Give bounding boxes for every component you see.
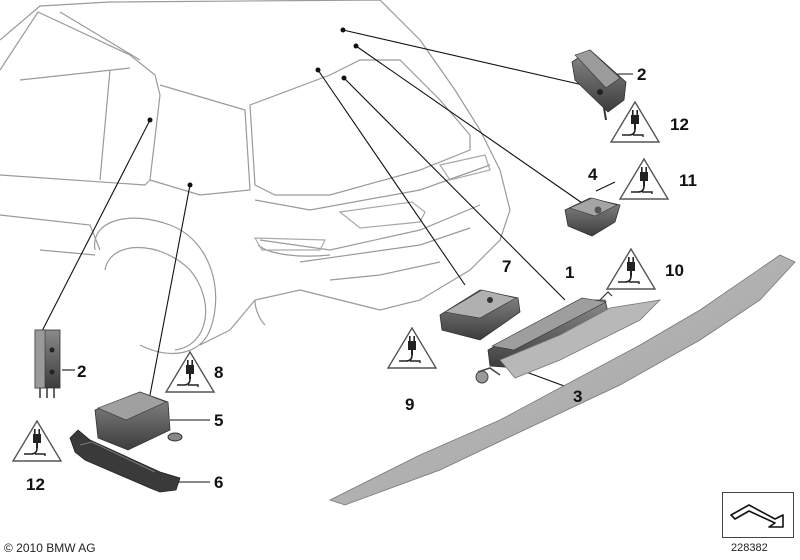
callout-12-left: 12 [26,475,45,494]
leader-dots [147,27,359,188]
module-5 [94,391,183,451]
module-1 [487,291,613,369]
car-outline-icon [0,0,511,354]
callout-5: 5 [214,411,223,430]
diagram-id: 228382 [731,542,768,554]
module-4 [564,197,621,237]
callout-12-top: 12 [670,115,689,134]
navigation-arrow-icon [730,504,784,528]
callout-3: 3 [573,387,582,406]
callout-11: 11 [679,171,697,190]
callout-1: 1 [565,263,574,282]
navigation-box[interactable] [722,492,794,538]
callout-6: 6 [214,473,223,492]
callout-2-left: 2 [77,362,86,381]
callout-7: 7 [502,257,511,276]
callout-8: 8 [214,363,223,382]
callout-9: 9 [405,395,414,414]
amplifier-top-module [571,49,627,121]
bracket-icon [69,429,181,493]
antenna-strip-icon [328,254,796,506]
module-7 [439,289,521,341]
amplifier-left-module [34,329,61,398]
callout-2-top: 2 [637,65,646,84]
callout-10: 10 [665,261,684,280]
callout-4: 4 [588,165,598,184]
copyright-text: © 2010 BMW AG [4,541,96,555]
